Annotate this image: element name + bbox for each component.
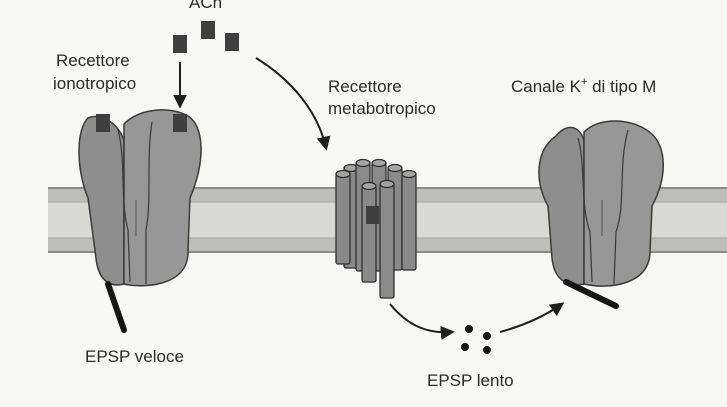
label-ach: ACh <box>189 0 222 12</box>
label-ionotropic-line2: ionotropico <box>53 74 136 93</box>
messenger-dot <box>465 325 473 333</box>
ionotropic-receptor <box>78 109 202 287</box>
label-metabotropic-line1: Recettore <box>328 77 402 96</box>
label-metabotropic-line2: metabotropico <box>328 99 436 118</box>
ach-bound <box>366 206 379 224</box>
label-epsp-fast: EPSP veloce <box>85 347 184 366</box>
ach-molecules <box>173 21 239 53</box>
ionotropic-tail <box>105 281 127 333</box>
messenger-dot <box>461 343 469 351</box>
k-channel-tail <box>563 279 619 309</box>
messenger-dot <box>483 346 491 354</box>
ach-molecule <box>225 33 239 51</box>
ach-molecule <box>173 35 187 53</box>
arrow-messengers-to-k-channel <box>499 302 565 333</box>
messenger-dot <box>483 332 491 340</box>
k-channel <box>538 120 664 287</box>
arrow-ach-to-metabotropic <box>255 57 331 151</box>
label-epsp-slow: EPSP lento <box>427 371 514 390</box>
second-messenger-dots <box>461 325 491 354</box>
label-ionotropic-line1: Recettore <box>56 51 130 70</box>
metabotropic-receptor <box>335 158 417 299</box>
label-k-channel: Canale K+ di tipo M <box>511 76 656 96</box>
ach-molecule <box>201 21 215 39</box>
arrow-metabotropic-to-messengers <box>389 303 455 340</box>
ach-bound <box>173 114 187 132</box>
ach-bound <box>96 114 110 132</box>
